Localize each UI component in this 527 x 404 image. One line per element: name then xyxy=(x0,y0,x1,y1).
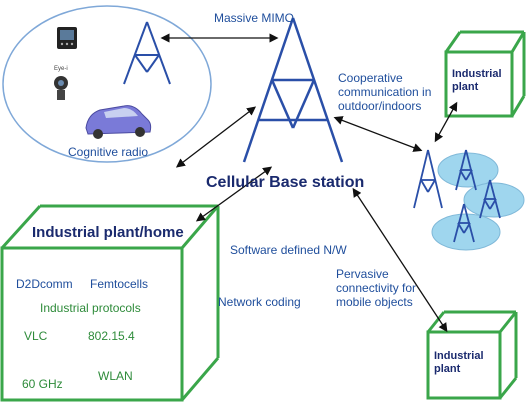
cooperative-line-3: outdoor/indoors xyxy=(338,98,422,113)
industrial-plant-top-label: Industrial plant xyxy=(452,68,502,93)
industrial-plant-top-line-1: Industrial xyxy=(452,68,502,80)
wlan-label: WLAN xyxy=(98,369,133,383)
cell-cluster xyxy=(431,152,525,251)
arrow-cooperative xyxy=(333,116,423,152)
pervasive-line-3: mobile objects xyxy=(336,294,413,309)
software-defined-label: Software defined N/W xyxy=(230,243,347,257)
60ghz-label: 60 GHz xyxy=(22,377,63,391)
arrow-home xyxy=(195,166,273,222)
pervasive-line-1: Pervasive xyxy=(336,267,389,281)
small-tower-icon xyxy=(123,21,171,85)
base-station-tower-icon xyxy=(242,17,344,163)
industrial-plant-top-line-2: plant xyxy=(452,80,479,93)
phone-icon xyxy=(57,27,77,49)
vlc-label: VLC xyxy=(24,329,48,343)
pervasive-line-2: connectivity for xyxy=(336,280,417,295)
connection-arrows xyxy=(160,33,458,333)
cognitive-radio-label: Cognitive radio xyxy=(68,145,149,159)
industrial-plant-bottom-label: Industrial plant xyxy=(434,350,484,375)
industrial-plant-cube-top xyxy=(444,30,526,118)
arrow-cognitive xyxy=(175,106,257,168)
cellular-base-station-label: Cellular Base station xyxy=(206,174,365,191)
industrial-plant-bottom-line-1: Industrial xyxy=(434,350,484,362)
camera-device-icon xyxy=(54,76,68,100)
ieee-802-15-4-label: 802.15.4 xyxy=(88,329,135,343)
cooperative-line-2: communication in xyxy=(338,84,432,99)
pervasive-label: Pervasive connectivity for mobile object… xyxy=(336,267,417,309)
femtocells-label: Femtocells xyxy=(90,277,149,291)
network-coding-label: Network coding xyxy=(218,295,301,309)
industrial-protocols-label: Industrial protocols xyxy=(40,301,141,315)
industrial-plant-bottom-line-2: plant xyxy=(434,362,461,375)
arrow-pervasive xyxy=(352,187,448,333)
eye-device-label: Eye-i xyxy=(54,66,68,72)
industrial-plant-home-label: Industrial plant/home xyxy=(32,224,184,241)
industrial-home-cube xyxy=(0,204,220,402)
massive-mimo-label: Massive MIMO xyxy=(214,11,295,25)
d2d-label: D2Dcomm xyxy=(16,277,73,291)
arrow-plant-top xyxy=(434,101,458,143)
cooperative-label: Cooperative communication in outdoor/ind… xyxy=(338,71,432,113)
cooperative-line-1: Cooperative xyxy=(338,71,403,85)
car-icon xyxy=(85,105,152,139)
cognitive-radio-ellipse xyxy=(2,5,212,163)
